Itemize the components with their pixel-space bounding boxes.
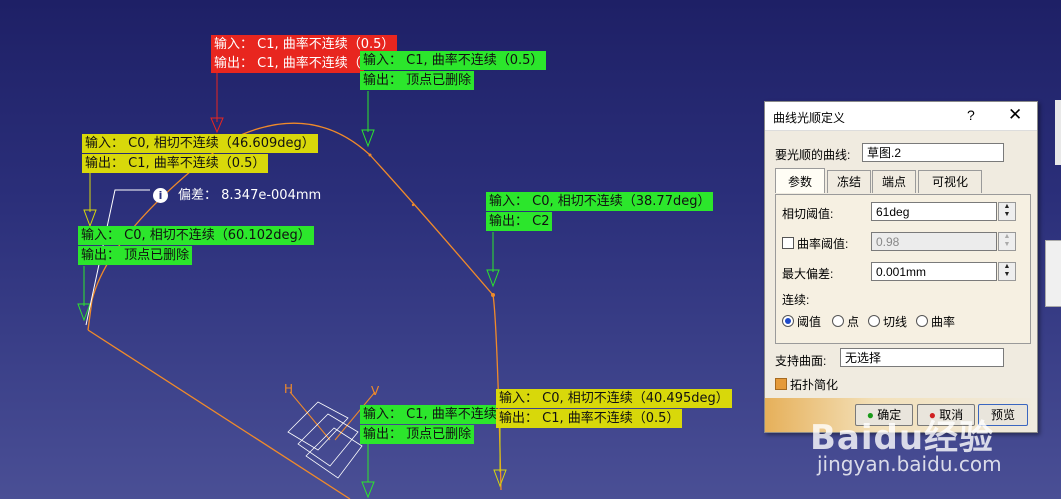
tab-bar: 参数 冻结 端点 可视化	[775, 168, 1031, 194]
continuity-label: 连续:	[782, 293, 810, 307]
tangency-label: 相切阈值:	[782, 207, 834, 221]
support-label: 支持曲面:	[775, 354, 827, 368]
annotation-input-4: 输入： C0, 相切不连续（60.102deg）	[78, 226, 314, 245]
tangency-input[interactable]: 61deg	[871, 202, 997, 221]
tab-parameters[interactable]: 参数	[775, 168, 825, 193]
support-input[interactable]: 无选择	[840, 348, 1004, 367]
background-panel-edge	[1045, 240, 1061, 307]
annotation-output-3: 输出： C1, 曲率不连续（0.5）	[82, 154, 269, 173]
max-deviation-input[interactable]: 0.001mm	[871, 262, 997, 281]
axis-label-v: V	[371, 384, 380, 398]
annotation-output-2: 输出： 顶点已删除	[360, 71, 475, 90]
continuity-radio-point[interactable]: 点	[832, 313, 859, 330]
arrow-red-head	[210, 117, 224, 134]
help-button[interactable]: ?	[967, 107, 975, 123]
annotation-output-6: 输出： 顶点已删除	[360, 425, 475, 444]
curve-label: 要光顺的曲线:	[775, 148, 851, 162]
annotation-output-7: 输出： C1, 曲率不连续（0.5）	[496, 409, 683, 428]
curvature-row: 曲率阈值:	[782, 235, 848, 252]
annotation-output-4: 输出： 顶点已删除	[78, 246, 193, 265]
deviation-leader	[85, 189, 150, 326]
curvature-input[interactable]: 0.98	[871, 232, 997, 251]
topology-checkbox[interactable]	[775, 378, 787, 390]
topology-label: 拓扑简化	[790, 378, 839, 392]
annotation-output-1: 输出： C1, 曲率不连续（	[211, 54, 364, 73]
axis-label-h: H	[284, 382, 294, 396]
curvature-label: 曲率阈值:	[797, 237, 849, 251]
topology-row[interactable]: 拓扑简化	[775, 376, 838, 393]
annotation-input-2: 输入： C1, 曲率不连续（0.5）	[360, 51, 547, 70]
dialog-titlebar[interactable]: 曲线光顺定义 ? ✕	[765, 102, 1037, 131]
tangency-spinner[interactable]: ▲▼	[998, 202, 1016, 221]
cancel-button[interactable]: ● 取消	[917, 404, 975, 426]
parameters-panel: 相切阈值: 61deg ▲▼ 曲率阈值: 0.98 ▲▼ 最大偏差: 0.001…	[775, 194, 1031, 344]
continuity-radio-tangent[interactable]: 切线	[868, 313, 907, 330]
axis-compass	[289, 391, 376, 441]
continuity-radio-curvature[interactable]: 曲率	[916, 313, 955, 330]
plane-indicator	[287, 401, 363, 479]
tab-freeze[interactable]: 冻结	[827, 170, 871, 193]
tab-visualization[interactable]: 可视化	[918, 170, 982, 193]
tab-endpoints[interactable]: 端点	[872, 170, 916, 193]
annotation-input-1: 输入： C1, 曲率不连续（0.5）	[211, 35, 398, 54]
watermark-brand: Baidu经验	[810, 418, 995, 458]
curve-input[interactable]: 草图.2	[862, 143, 1004, 162]
deviation-note: i 偏差： 8.347e-004mm	[153, 184, 321, 203]
annotation-input-3: 输入： C0, 相切不连续（46.609deg）	[82, 134, 318, 153]
watermark-url: jingyan.baidu.com	[817, 452, 1002, 476]
curvature-checkbox[interactable]	[782, 237, 794, 249]
max-deviation-spinner[interactable]: ▲▼	[998, 262, 1016, 281]
annotation-output-5: 输出： C2	[486, 212, 553, 231]
curve-segment	[87, 329, 351, 499]
annotation-input-7: 输入： C0, 相切不连续（40.495deg）	[496, 389, 732, 408]
background-window-edge	[1055, 100, 1061, 165]
preview-button[interactable]: 预览	[978, 404, 1028, 426]
deviation-text: 偏差： 8.347e-004mm	[178, 188, 322, 203]
info-icon: i	[153, 188, 168, 203]
curvature-spinner[interactable]: ▲▼	[998, 232, 1016, 251]
curve-smooth-dialog: 曲线光顺定义 ? ✕ 要光顺的曲线: 草图.2 参数 冻结 端点 可视化 相切阈…	[764, 101, 1038, 433]
annotation-input-6: 输入： C1, 曲率不连续	[360, 405, 496, 424]
ok-button[interactable]: ● 确定	[855, 404, 913, 426]
continuity-radio-threshold[interactable]: 阈值	[782, 313, 821, 330]
annotation-input-5: 输入： C0, 相切不连续（38.77deg）	[486, 192, 714, 211]
dialog-title: 曲线光顺定义	[773, 111, 846, 125]
close-button[interactable]: ✕	[1008, 105, 1023, 124]
max-deviation-label: 最大偏差:	[782, 267, 834, 281]
